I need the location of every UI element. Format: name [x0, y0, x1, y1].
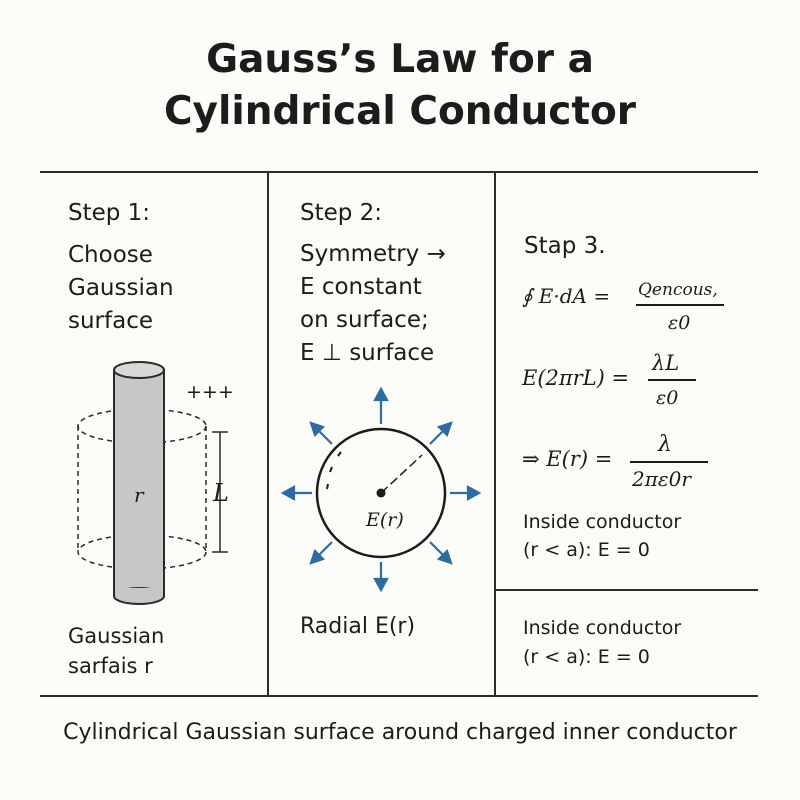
title-line-2: Cylindrical Conductor: [163, 89, 637, 134]
eq3-numerator: λ: [658, 432, 672, 457]
eq3-left: ⇒ E(r) =: [522, 447, 613, 471]
note2-line-1: Inside conductor: [523, 617, 682, 639]
eq1-left: ∮ E·dA =: [522, 284, 611, 308]
radius-line: [380, 454, 423, 494]
charged-rod: [113, 361, 165, 605]
length-marker: [212, 431, 228, 553]
eq2-denominator: ε0: [656, 387, 679, 409]
step2-text-3: on surface;: [300, 307, 429, 333]
note1-line-2: (r < a): E = 0: [523, 539, 650, 561]
eq3-denominator: 2πε0r: [632, 467, 691, 491]
field-arrows: [280, 386, 482, 593]
gaussian-circle: [315, 427, 447, 559]
step2-heading: Step 2:: [300, 200, 383, 226]
step2-text-2: E constant: [300, 274, 422, 300]
frame-top-rule: [40, 171, 758, 173]
gaussian-label-1: Gaussian: [68, 624, 165, 648]
center-dot: [376, 488, 386, 498]
divider-2: [494, 171, 496, 697]
field-label: E(r): [366, 509, 404, 531]
step1-text-3: surface: [68, 308, 154, 334]
note1-line-1: Inside conductor: [523, 511, 682, 533]
eq1-numerator: Qencous,: [638, 280, 718, 300]
gaussian-label-2: sarfais r: [68, 654, 153, 678]
radius-label: r: [134, 483, 144, 507]
frame-bottom-rule: [40, 695, 758, 697]
fraction-bars: [630, 304, 724, 463]
eq2-left: E(2πrL) =: [522, 366, 630, 390]
circle-dashes: [326, 451, 342, 490]
divider-1: [267, 171, 269, 697]
eq1-denominator: ε0: [668, 312, 691, 334]
step3-heading: Stap 3.: [524, 233, 606, 259]
figure-caption: Cylindrical Gaussian surface around char…: [63, 720, 737, 745]
panel3-divider: [494, 589, 758, 591]
note2-line-2: (r < a): E = 0: [523, 646, 650, 668]
page-title: Gauss’s Law for a Cylindrical Conductor: [0, 34, 800, 138]
step2-text-4: E ⊥ surface: [300, 340, 435, 366]
eq2-numerator: λL: [652, 351, 680, 375]
step1-heading: Step 1:: [68, 200, 151, 226]
step2-text-1: Symmetry →: [300, 241, 446, 267]
title-line-1: Gauss’s Law for a: [206, 37, 594, 82]
charge-label: +++: [186, 381, 234, 403]
step1-text-1: Choose: [68, 242, 153, 268]
step1-text-2: Gaussian: [68, 275, 174, 301]
length-label: L: [213, 479, 229, 507]
gaussian-cylinder: [77, 408, 207, 570]
radial-label: Radial E(r): [300, 614, 416, 639]
